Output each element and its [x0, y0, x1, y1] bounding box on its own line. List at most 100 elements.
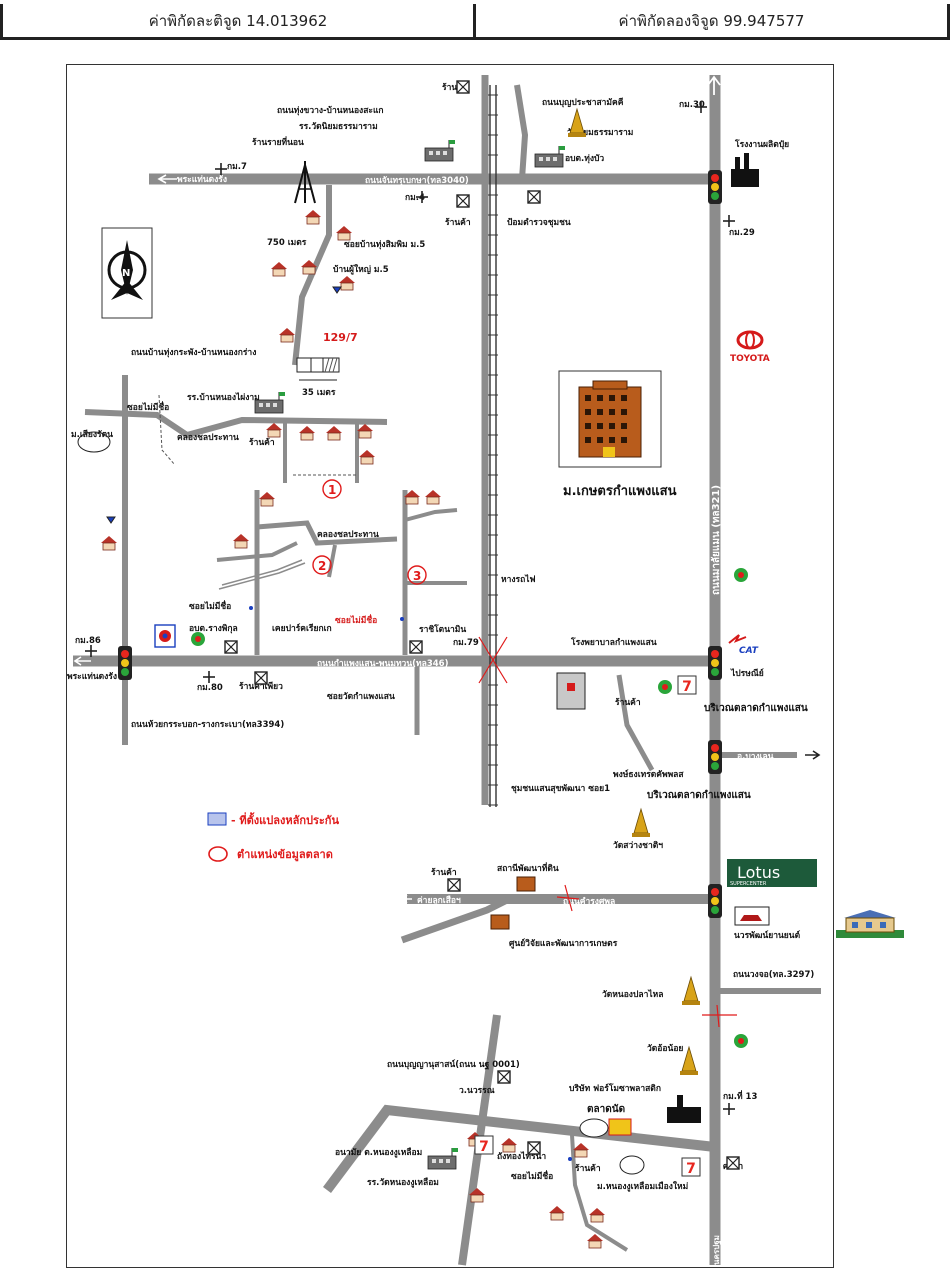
- toyota-logo: TOYOTA: [730, 330, 770, 364]
- school-icon: [534, 145, 566, 168]
- temple-icon: [681, 976, 701, 1006]
- lotus-sub-label: SUPERCENTER: [730, 881, 767, 887]
- hospital-label: โรงพยาบาลกำแพงแสน: [570, 637, 657, 648]
- traffic-light-icon: [708, 740, 722, 774]
- wat-thong-label: ถังทองไทรนา: [497, 1151, 546, 1162]
- railway-stop-label: หางรถไฟ: [501, 574, 536, 585]
- soi-label-1: ซอยไม่มีชื่อ: [127, 400, 169, 413]
- market-circle-icon: [619, 1155, 645, 1175]
- company-icon: [667, 1095, 701, 1123]
- legend-market-label: ตำแหน่งข้อมูลตลาด: [237, 848, 333, 862]
- soi-wat-label: ซอยวัดกำแพงแสน: [327, 691, 395, 702]
- coordinate-header: ค่าพิกัดละติจูด 14.013962 ค่าพิกัดลองจิจ…: [0, 0, 950, 44]
- plot-legend-icon: [207, 812, 227, 826]
- station-phattana-label: สถานีพัฒนาที่ดิน: [497, 861, 559, 874]
- road-label-chalong: ถนนคำรงศพล: [563, 896, 615, 907]
- longitude-cell: ค่าพิกัดลองจิจูด 99.947577: [476, 4, 950, 40]
- wat-niyom-label: วัดนิยมธรรมาราม: [567, 127, 633, 138]
- car-dealer-label: นวรพัฒน์ยานยนต์: [734, 930, 801, 941]
- road-label-phra-thaen-2: พระแท่นดงรัง: [67, 671, 117, 682]
- post-office-label: ร้านค้าเพียว: [239, 681, 283, 692]
- sala-icon: [726, 1156, 740, 1170]
- university-label: ม.เกษตรกำแพงแสน: [563, 483, 677, 499]
- wattanon-label: ว.นวรรณ: [459, 1086, 495, 1096]
- market-legend-icon: [208, 846, 228, 862]
- university-building: [558, 370, 662, 468]
- talad-nut-label: ตลาดนัด: [587, 1103, 625, 1115]
- talad-nut-icon: [579, 1118, 632, 1138]
- shop-icon: [456, 194, 470, 208]
- shop-icon: [456, 80, 470, 94]
- market-number-3: 3: [413, 569, 421, 583]
- soi-label-3: ซอยไม่มีชื่อ: [335, 613, 377, 626]
- to-bangsan-label: อ.บางเลน: [737, 752, 774, 762]
- km-marker-icon: [202, 670, 216, 684]
- to-nakhonpathom-label: นครปฐม: [712, 1235, 722, 1265]
- market-circles: [312, 479, 427, 585]
- pin-marker-icons: [191, 568, 748, 1048]
- anamai-label: อนามัย ต.หนองงูเหลือม: [335, 1147, 422, 1158]
- wat-sang-label: วัดสว่างชาติฯ: [613, 840, 663, 851]
- temple-icon: [631, 808, 651, 838]
- school-wat-niyom-label: รร.วัดนิยมธรรมาราม: [299, 121, 378, 132]
- traffic-light-icon: [708, 646, 722, 680]
- road-label-346: ถนนกำแพงแสน-พนมทวน(ทล346): [317, 658, 449, 669]
- obt-thung-bua-label: อบต.ทุ่งบัว: [565, 153, 604, 164]
- shop-icon: [224, 640, 238, 654]
- post-office-2-label: ไปรษณีย์: [730, 668, 764, 679]
- cat-label: CAT: [739, 646, 759, 656]
- km-marker-icon: [84, 644, 98, 658]
- water-tower-icon: [106, 516, 116, 524]
- camp-label: ค่ายลูกเสือฯ: [417, 895, 461, 906]
- km79-label: กม.79: [453, 638, 479, 648]
- station-icon: [516, 876, 536, 892]
- market-number-2: 2: [318, 559, 326, 573]
- road-label-3040: ถนนจันทรุเบกษา(ทล3040): [365, 175, 469, 186]
- sala-ku-label: ศาลคุ: [403, 913, 424, 923]
- road-label-3297: ถนนวงจอ(ทล.3297): [733, 970, 814, 980]
- road-label-muang: ถนนบุญญานุสาสน์(ถนน นฐ 0001): [387, 1059, 520, 1070]
- west-arrow-icon: [157, 174, 177, 184]
- shop-yeo-label: ร้านรายที่นอน: [252, 135, 304, 148]
- obt-rang-phikun-label: อบต.รางพิกุล: [189, 623, 238, 634]
- phanom-wat-label: เคยปาร์คเรียกเก: [272, 623, 332, 634]
- khlong-label-1: คลองชลประทาน: [177, 433, 239, 443]
- khlong-label-2: คลองชลประทาน: [317, 530, 379, 540]
- house-illustration: [836, 910, 904, 938]
- shop-icon: [409, 640, 423, 654]
- shop-soi-label: ร้านค้า: [575, 1163, 601, 1174]
- traffic-light-icon: [708, 884, 722, 918]
- compass-north-label: N: [122, 268, 130, 279]
- school-icon: [424, 139, 456, 162]
- shop-label-5: ร้านค้า: [431, 867, 457, 878]
- km13-label: กม.ที่ 13: [723, 1089, 757, 1102]
- map-legend: - ที่ตั้งแปลงหลักประกัน ตำแหน่งข้อมูลตลา…: [207, 812, 339, 862]
- market-number-1: 1: [328, 483, 336, 497]
- temple-icon: [567, 108, 587, 138]
- research-icon: [490, 914, 510, 930]
- wat-nong-pla-label: วัดหนองปลาไหล: [602, 989, 663, 1000]
- shop-label-1: ร้านค้า: [442, 82, 468, 93]
- road-label-kamphaeng: ถนนบ้านทุ่งกระพัง-บ้านหนองกร่าง: [131, 347, 256, 358]
- market-label-1: บริเวณตลาดกำแพงแสน: [704, 702, 808, 714]
- km4-label: กม.4: [405, 193, 425, 203]
- seven-eleven-icon: [681, 1157, 701, 1178]
- location-map: 7: [66, 64, 834, 1268]
- factory-icon: [731, 153, 759, 187]
- km30-label: กม.30: [679, 100, 705, 110]
- shop-label-3: ร้านค้า: [249, 437, 275, 448]
- seven-eleven-icon: [474, 1135, 494, 1156]
- wat-nong-khaem-label: รร.วัดหนองงูเหลือม: [367, 1177, 439, 1188]
- north-compass-icon: N: [101, 227, 153, 319]
- mu-nong-label: ม.หนองงูเหลือมเมืองใหม่: [597, 1181, 688, 1192]
- school-nong-khai-label: รร.บ้านหนองไผ่งาม: [187, 392, 260, 403]
- shop-label-2: ร้านค้า: [445, 217, 471, 228]
- latitude-cell: ค่าพิกัดละติจูด 14.013962: [0, 4, 476, 40]
- road-label-phet: ถนนทุ่งขวาง-บ้านหนองสะแก: [277, 105, 384, 116]
- research-label: ศูนย์วิจัยและพัฒนาการเกษตร: [509, 938, 618, 949]
- km7-label: กม.7: [227, 162, 247, 172]
- seven-eleven-icon: [677, 675, 697, 696]
- soi-label-2: ซอยไม่มีชื่อ: [189, 599, 231, 612]
- road-label-3394: ถนนห้วยกรระบอก-รางกระเบา(ทล3394): [131, 719, 284, 730]
- km-marker-icon: [214, 162, 228, 176]
